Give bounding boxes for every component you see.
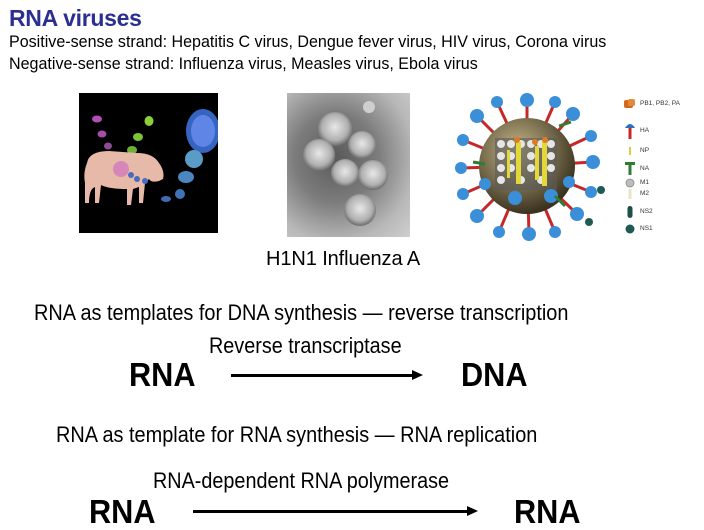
replication-source-molecule: RNA: [89, 493, 156, 530]
rt-source-molecule: RNA: [129, 356, 196, 393]
negative-sense-line: Negative-sense strand: Influenza virus, …: [9, 54, 478, 73]
legend-item-np: NP: [624, 146, 649, 156]
legend-label: NS2: [640, 208, 653, 215]
micrograph-image-icon: [303, 101, 388, 226]
nucleoprotein-icon: [629, 147, 631, 155]
slide-title: RNA viruses: [9, 5, 142, 31]
reverse-transcription-heading: RNA as templates for DNA synthesis — rev…: [34, 300, 569, 325]
legend-item-ns2: NS2: [624, 206, 653, 218]
legend-item-m2: M2: [624, 189, 649, 199]
reaction-arrow-icon: [231, 370, 423, 380]
reaction-arrow-icon: [193, 506, 478, 516]
legend-item-na: NA: [624, 162, 649, 175]
legend-label: M2: [640, 190, 650, 197]
ns2-protein-icon: [627, 206, 633, 218]
legend-label: M1: [640, 179, 650, 186]
legend-label: NA: [640, 164, 650, 172]
matrix-protein-icon: [625, 178, 635, 188]
swine-flu-illustration: [79, 93, 218, 233]
legend-item-m1: M1: [624, 178, 649, 188]
ion-channel-icon: [628, 189, 632, 199]
neuraminidase-icon: [625, 162, 635, 175]
polymerase-icon: [624, 99, 635, 108]
replication-product-molecule: RNA: [514, 493, 581, 530]
legend-item-pb1-pb2-pa: PB1, PB2, PA: [624, 99, 680, 109]
legend-item-ns1: NS1: [624, 224, 653, 234]
virion-image-icon: [455, 93, 605, 241]
legend-label: NP: [640, 147, 650, 154]
influenza-virion-diagram: [455, 92, 605, 242]
reverse-transcriptase-label: Reverse transcriptase: [209, 333, 402, 358]
legend-label: HA: [640, 127, 650, 134]
legend-label: NS1: [640, 225, 653, 232]
hemagglutinin-icon: [625, 124, 635, 139]
rdrp-label: RNA-dependent RNA polymerase: [153, 468, 450, 493]
legend-label: PB1, PB2, PA: [640, 100, 680, 107]
image-caption: H1N1 Influenza A: [266, 248, 421, 270]
positive-sense-line: Positive-sense strand: Hepatitis C virus…: [9, 32, 607, 51]
rt-product-molecule: DNA: [461, 356, 528, 393]
h1n1-electron-micrograph: [287, 93, 410, 237]
rna-replication-heading: RNA as template for RNA synthesis — RNA …: [56, 422, 538, 447]
legend-item-ha: HA: [624, 122, 649, 140]
pig-image-icon: [79, 93, 218, 233]
ns1-protein-icon: [625, 224, 635, 234]
